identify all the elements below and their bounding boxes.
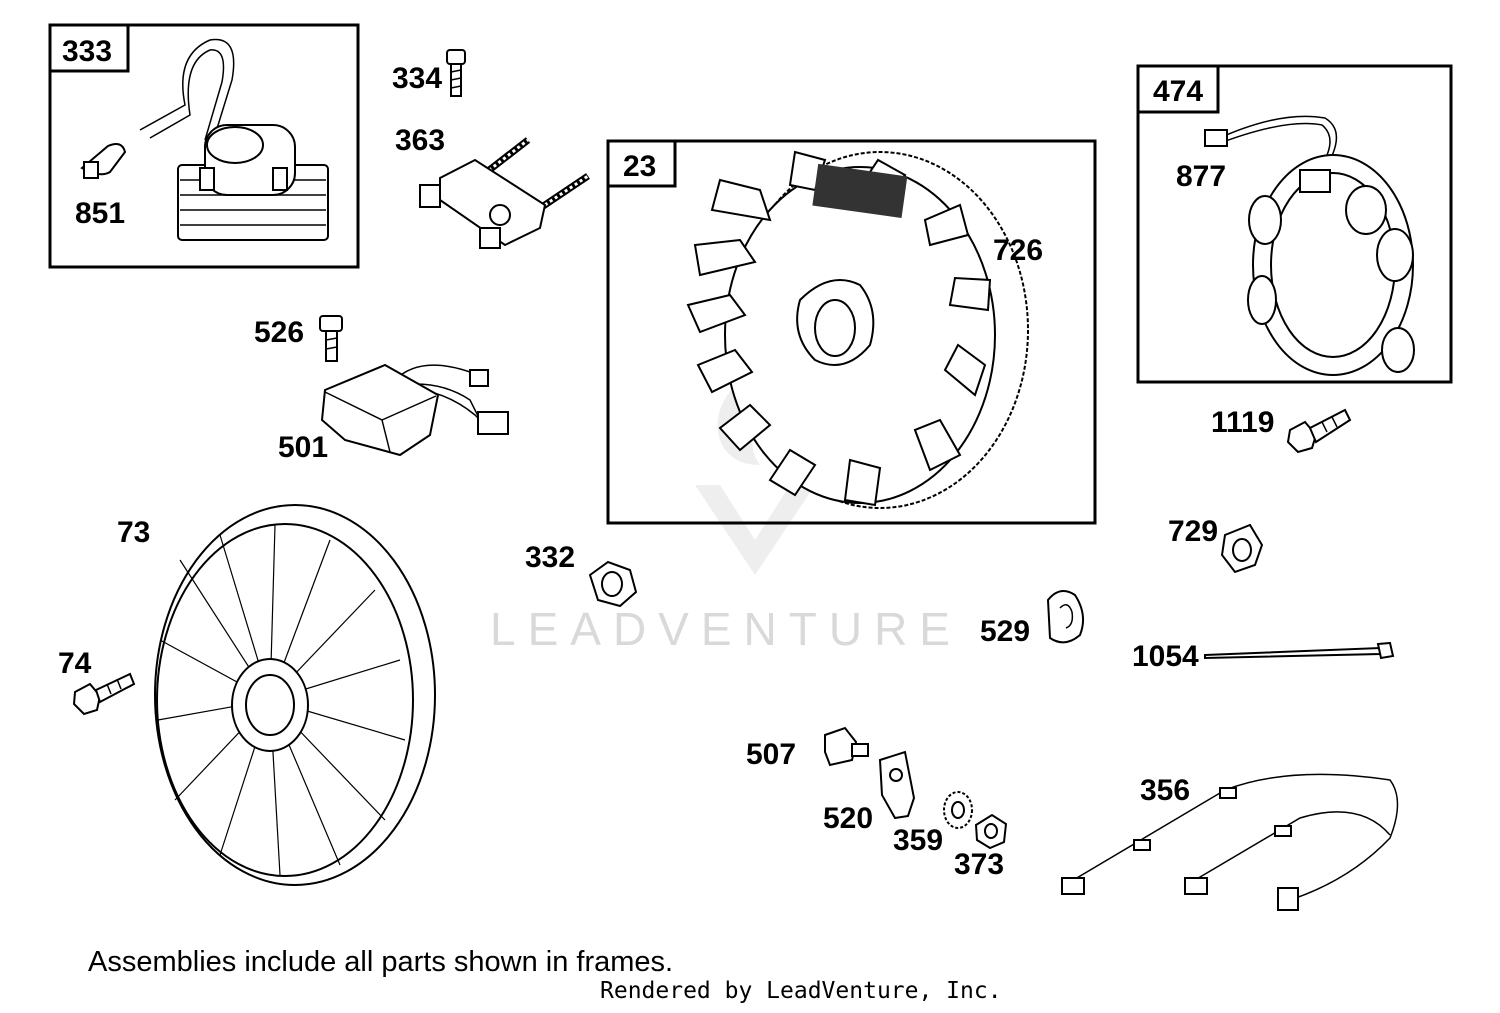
part-373-drawing [974,813,1008,850]
frame-333: 333 [48,23,360,269]
part-label-1119: 1119 [1211,406,1274,439]
part-label-359: 359 [893,824,943,857]
part-label-73: 73 [117,516,150,549]
part-label-726: 726 [993,234,1043,267]
ignition-armature-drawing [139,38,329,241]
frame-333-number: 333 [62,35,112,68]
part-359-drawing [943,791,973,829]
part-1054-drawing [1204,641,1395,660]
frame-23: 23 [606,139,1097,525]
part-label-520: 520 [823,802,873,835]
part-356-drawing [1061,773,1399,911]
part-851-drawing [80,143,127,179]
part-label-529: 529 [980,615,1030,648]
part-332-drawing [588,560,638,608]
part-label-501: 501 [278,431,328,464]
part-label-74: 74 [58,647,92,680]
frame-23-number: 23 [623,150,656,183]
part-label-851: 851 [75,197,125,230]
part-507-drawing [824,726,869,767]
part-729-drawing [1220,523,1264,574]
frame-474: 474 [1136,64,1453,384]
render-credit: Rendered by LeadVenture, Inc. [600,978,1002,1004]
part-501-drawing [320,363,509,457]
part-label-363: 363 [395,124,445,157]
part-label-729: 729 [1168,515,1218,548]
part-334-drawing [446,49,466,97]
part-73-drawing [154,504,436,886]
frames-note: Assemblies include all parts shown in fr… [88,946,674,978]
part-74-drawing [72,672,136,716]
part-529-drawing [1046,590,1085,644]
part-label-373: 373 [954,848,1004,881]
part-label-1054: 1054 [1132,640,1199,673]
alternator-drawing [1204,115,1415,376]
frame-474-number: 474 [1153,75,1203,108]
part-label-332: 332 [525,541,575,574]
part-520-drawing [878,750,916,820]
part-label-507: 507 [746,738,796,771]
part-label-526: 526 [254,316,304,349]
part-label-334: 334 [392,62,442,95]
part-label-877: 877 [1176,160,1226,193]
flywheel-drawing [686,150,1029,509]
part-363-drawing [419,137,590,249]
part-526-drawing [319,315,343,362]
part-label-356: 356 [1140,774,1190,807]
watermark-text: LEADVENTURE [490,603,962,655]
part-1119-drawing [1286,408,1352,454]
